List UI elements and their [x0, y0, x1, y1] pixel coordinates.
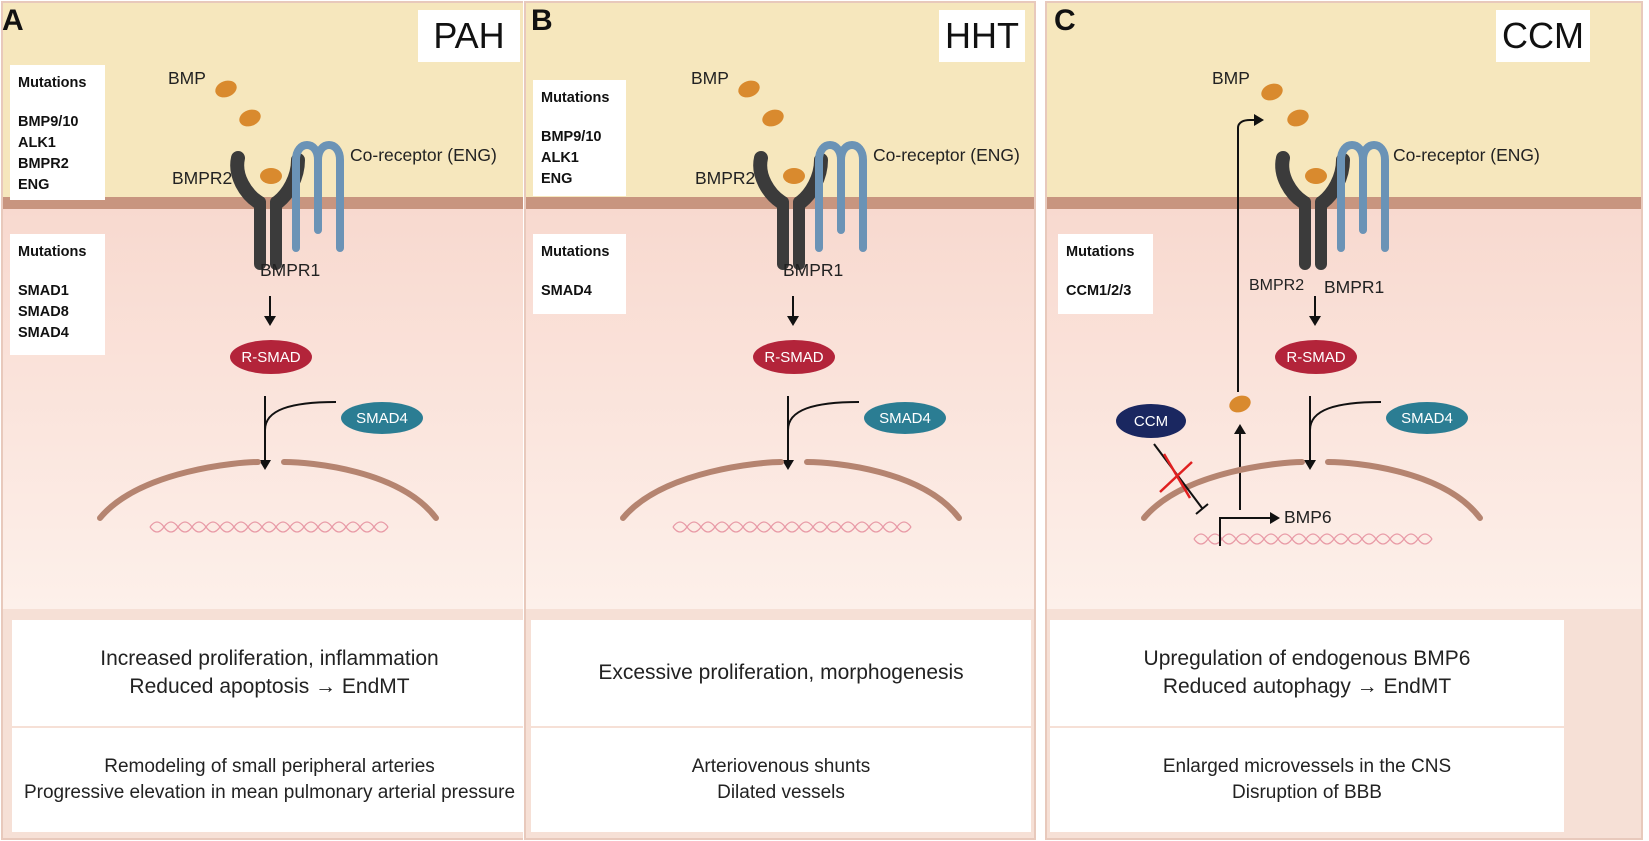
mutations-header: Mutations: [18, 75, 87, 91]
bmpr2-label: BMPR2: [695, 168, 756, 188]
outcome-line: Disruption of BBB: [1232, 782, 1382, 803]
extracellular-mutations-box: Mutations BMP9/10 ALK1 ENG: [533, 80, 626, 196]
smad4: SMAD4: [864, 402, 946, 434]
bmp-ligand: [762, 109, 784, 127]
effect-line: Increased proliferation, inflammation: [100, 647, 439, 670]
co-receptor-eng: [815, 141, 867, 252]
bmp-label: BMP: [691, 68, 729, 88]
bmp-ligand: [239, 109, 261, 127]
effect-box: Increased proliferation, inflammation Re…: [12, 620, 527, 726]
outcome-line: Arteriovenous shunts: [691, 756, 871, 777]
mutation-item: ENG: [541, 171, 573, 187]
dna-helix: [672, 521, 912, 533]
bmpr1-label: BMPR1: [260, 260, 321, 280]
outcome-box: Remodeling of small peripheral arteries …: [12, 728, 527, 832]
mutation-item: SMAD4: [18, 325, 69, 341]
extracellular-mutations-box: Mutations BMP9/10 ALK1 BMPR2 ENG: [10, 65, 105, 200]
bmp-label: BMP: [168, 68, 206, 88]
bmpr1-label: BMPR1: [1324, 277, 1385, 297]
smad4: SMAD4: [1386, 402, 1468, 434]
mutation-item: ALK1: [18, 135, 56, 151]
effect-line: Upregulation of endogenous BMP6: [1143, 647, 1471, 670]
bmp-ligand: [1287, 109, 1309, 127]
mutation-item: SMAD8: [18, 304, 69, 320]
coreceptor-label: Co-receptor (ENG): [350, 145, 497, 165]
bmpr2-label: BMPR2: [1249, 277, 1305, 294]
transcription-start-arrow: [1219, 517, 1272, 546]
r-smad: R-SMAD: [230, 340, 312, 374]
co-receptor-eng: [1337, 141, 1389, 252]
dna-helix: [1193, 533, 1433, 545]
inhibition-blocked-cross: [1159, 453, 1193, 499]
mutation-item: SMAD4: [541, 283, 592, 299]
panel-hht: B HHT Mutations BMP9/10 ALK1 ENG Mutatio…: [523, 0, 1063, 841]
panel-letter: A: [2, 4, 24, 37]
smad4: SMAD4: [341, 402, 423, 434]
bmpr2-label: BMPR2: [172, 168, 233, 188]
mutations-header: Mutations: [541, 90, 610, 106]
bmp-ligand: [738, 80, 760, 98]
mutations-header: Mutations: [1066, 244, 1135, 260]
panel-title: HHT: [939, 10, 1025, 62]
r-smad: R-SMAD: [753, 340, 835, 374]
mutation-item: BMPR2: [18, 156, 69, 172]
mutations-header: Mutations: [18, 244, 87, 260]
mutation-item: CCM1/2/3: [1066, 283, 1132, 299]
effect-box: Excessive proliferation, morphogenesis: [531, 620, 1031, 726]
panel-title: PAH: [418, 10, 520, 62]
co-receptor-eng: [292, 141, 344, 252]
bmp-ligand: [215, 80, 237, 98]
secreted-bmp6: [1229, 395, 1251, 413]
r-smad: R-SMAD: [1275, 340, 1357, 374]
bmpr1-label: BMPR1: [783, 260, 844, 280]
coreceptor-label: Co-receptor (ENG): [873, 145, 1020, 165]
outcome-line: Enlarged microvessels in the CNS: [1162, 756, 1452, 777]
mutation-item: BMP9/10: [541, 129, 602, 145]
bound-bmp: [783, 168, 805, 184]
panel-title: CCM: [1496, 10, 1590, 62]
panel-pah: A PAH Mutations BMP9/10 ALK1 BMPR2 ENG M…: [0, 0, 540, 841]
mutation-item: BMP9/10: [18, 114, 79, 130]
panel-ccm: C CCM Mutations CCM1/2/3 BMP BMPR2 Co-re…: [1044, 0, 1644, 841]
ccm-protein: CCM: [1116, 404, 1186, 438]
outcome-box: Enlarged microvessels in the CNS Disrupt…: [1050, 728, 1564, 832]
mutations-header: Mutations: [541, 244, 610, 260]
intracellular-mutations-box: Mutations SMAD4: [533, 234, 626, 314]
dna-helix: [149, 521, 389, 533]
mutation-item: ENG: [18, 177, 50, 193]
intracellular-mutations-box: Mutations SMAD1 SMAD8 SMAD4: [10, 234, 105, 355]
effect-line: Reduced autophagy → EndMT: [1162, 675, 1452, 698]
outcome-line: Progressive elevation in mean pulmonary …: [23, 782, 516, 803]
bound-bmp: [260, 168, 282, 184]
outcome-box: Arteriovenous shunts Dilated vessels: [531, 728, 1031, 832]
bmp-label: BMP: [1212, 68, 1250, 88]
outcome-line: Dilated vessels: [717, 782, 845, 803]
effect-line: Excessive proliferation, morphogenesis: [598, 661, 964, 684]
mutation-item: SMAD1: [18, 283, 69, 299]
bound-bmp: [1305, 168, 1327, 184]
panel-letter: C: [1054, 4, 1076, 37]
receptor-complex: [753, 151, 828, 270]
bmp-ligand: [1261, 83, 1283, 101]
panel-letter: B: [531, 4, 553, 37]
intracellular-mutations-box: Mutations CCM1/2/3: [1058, 234, 1153, 314]
coreceptor-label: Co-receptor (ENG): [1393, 145, 1540, 165]
bmp6-secretion-arrow: [1237, 119, 1256, 392]
effect-line: Reduced apoptosis → EndMT: [129, 675, 410, 698]
outcome-line: Remodeling of small peripheral arteries: [104, 756, 435, 777]
effect-box: Upregulation of endogenous BMP6 Reduced …: [1050, 620, 1564, 726]
mutation-item: ALK1: [541, 150, 579, 166]
bmp6-label: BMP6: [1284, 507, 1332, 527]
